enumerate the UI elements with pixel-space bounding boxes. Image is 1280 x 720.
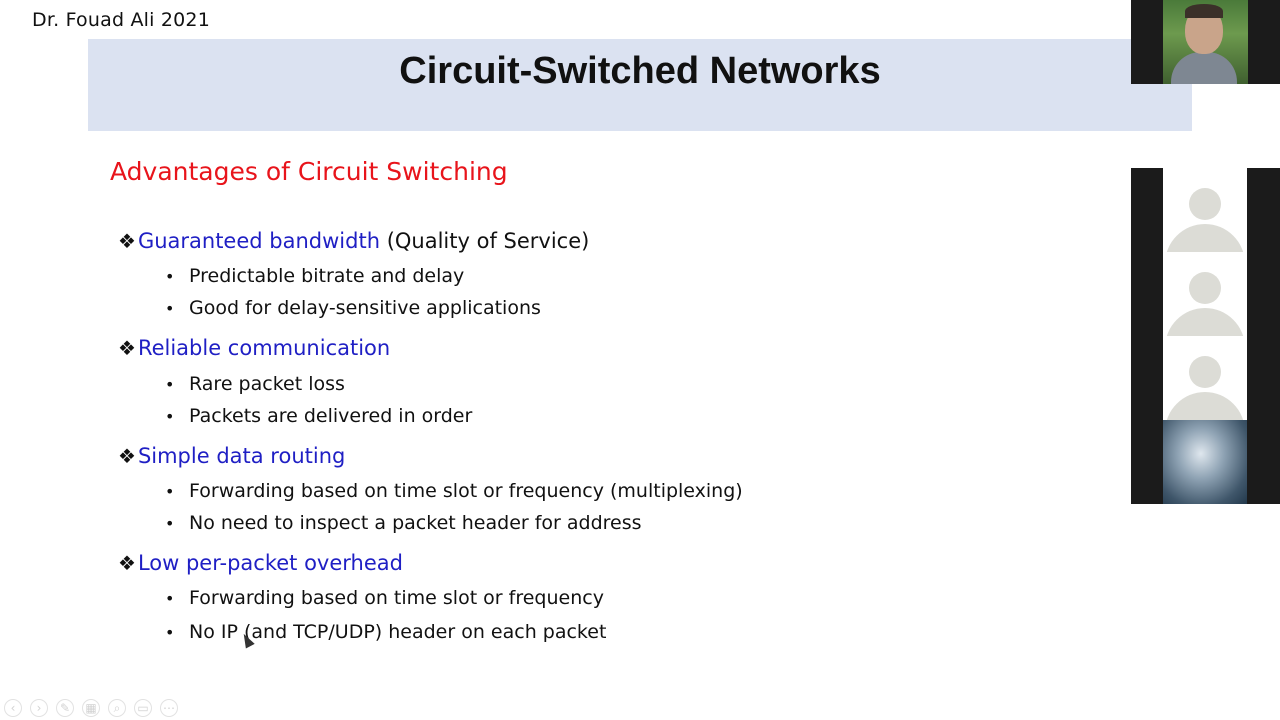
slide-subtitle: Advantages of Circuit Switching bbox=[110, 157, 508, 186]
avatar-placeholder-icon bbox=[1189, 356, 1221, 388]
presenter-video[interactable] bbox=[1131, 0, 1280, 84]
section-marker-icon: ❖ bbox=[118, 336, 136, 360]
bullet-icon: • bbox=[165, 267, 175, 286]
list-item: • Predictable bitrate and delay bbox=[165, 265, 464, 287]
more-icon[interactable]: ⋯ bbox=[160, 699, 178, 717]
avatar-placeholder-body bbox=[1165, 224, 1245, 252]
next-icon[interactable]: › bbox=[30, 699, 48, 717]
list-item: • Rare packet loss bbox=[165, 373, 345, 395]
title-band bbox=[88, 39, 1192, 131]
section-marker-icon: ❖ bbox=[118, 229, 136, 253]
list-item: • Good for delay-sensitive applications bbox=[165, 297, 541, 319]
pen-icon[interactable]: ✎ bbox=[56, 699, 74, 717]
avatar-placeholder-body bbox=[1165, 308, 1245, 336]
section-heading: Simple data routing bbox=[137, 444, 346, 468]
slide-title: Circuit-Switched Networks bbox=[399, 50, 881, 92]
subtitles-icon[interactable]: ▭ bbox=[134, 699, 152, 717]
section-heading: Reliable communication bbox=[137, 336, 391, 360]
avatar-placeholder-icon bbox=[1189, 272, 1221, 304]
avatar-placeholder-icon bbox=[1189, 188, 1221, 220]
participant-tile[interactable] bbox=[1163, 336, 1247, 420]
presenter-hair bbox=[1185, 4, 1223, 18]
previous-icon[interactable]: ‹ bbox=[4, 699, 22, 717]
bullet-icon: • bbox=[165, 623, 175, 642]
participant-tile[interactable] bbox=[1163, 252, 1247, 336]
author-label: Dr. Fouad Ali 2021 bbox=[32, 9, 210, 31]
bullet-text: Rare packet loss bbox=[189, 373, 345, 395]
bullet-text: Good for delay-sensitive applications bbox=[189, 297, 541, 319]
bullet-text: No need to inspect a packet header for a… bbox=[189, 512, 642, 534]
section-guaranteed-bandwidth: ❖Guaranteed bandwidth (Quality of Servic… bbox=[118, 229, 589, 253]
zoom-icon[interactable]: ⌕ bbox=[108, 699, 126, 717]
slides-icon[interactable]: ▦ bbox=[82, 699, 100, 717]
bullet-text: No IP (and TCP/UDP) header on each packe… bbox=[189, 621, 607, 643]
slideshow-toolbar: ‹ › ✎ ▦ ⌕ ▭ ⋯ bbox=[4, 699, 178, 717]
list-item: • Packets are delivered in order bbox=[165, 405, 472, 427]
list-item: • Forwarding based on time slot or freque… bbox=[165, 587, 604, 609]
bullet-icon: • bbox=[165, 375, 175, 394]
bullet-text: Predictable bitrate and delay bbox=[189, 265, 465, 287]
bullet-icon: • bbox=[165, 589, 175, 608]
list-item: • No need to inspect a packet header for … bbox=[165, 512, 642, 534]
participants-panel bbox=[1131, 168, 1280, 504]
participant-video-tile[interactable] bbox=[1163, 420, 1247, 504]
section-heading: Guaranteed bandwidth bbox=[137, 229, 381, 253]
avatar-placeholder-body bbox=[1165, 392, 1245, 420]
section-heading: Low per-packet overhead bbox=[137, 551, 403, 575]
bullet-text: Packets are delivered in order bbox=[189, 405, 473, 427]
bullet-text: Forwarding based on time slot or frequen… bbox=[189, 480, 743, 502]
participant-tile[interactable] bbox=[1163, 168, 1247, 252]
bullet-icon: • bbox=[165, 407, 175, 426]
section-marker-icon: ❖ bbox=[118, 444, 136, 468]
section-reliable-communication: ❖Reliable communication bbox=[118, 336, 390, 360]
section-simple-data-routing: ❖Simple data routing bbox=[118, 444, 345, 468]
bullet-icon: • bbox=[165, 514, 175, 533]
bullet-icon: • bbox=[165, 482, 175, 501]
list-item: • No IP (and TCP/UDP) header on each pack… bbox=[165, 621, 606, 643]
section-low-per-packet-overhead: ❖Low per-packet overhead bbox=[118, 551, 403, 575]
section-suffix: (Quality of Service) bbox=[380, 229, 590, 253]
list-item: • Forwarding based on time slot or freque… bbox=[165, 480, 743, 502]
bullet-icon: • bbox=[165, 299, 175, 318]
section-marker-icon: ❖ bbox=[118, 551, 136, 575]
bullet-text: Forwarding based on time slot or frequen… bbox=[189, 587, 604, 609]
